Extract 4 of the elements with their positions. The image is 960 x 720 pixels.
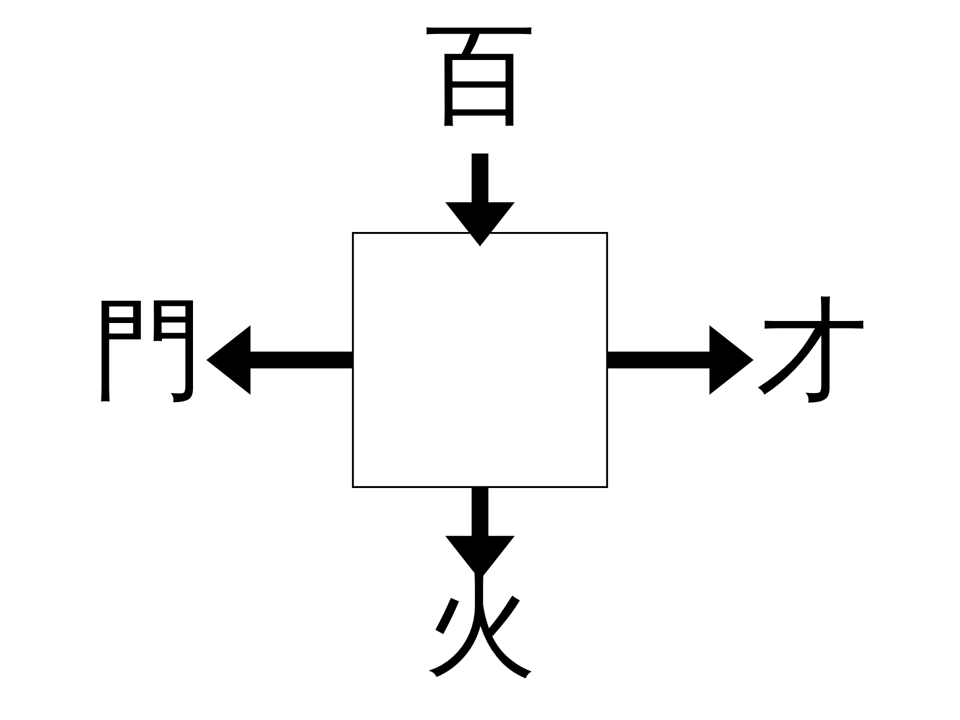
node-text: 門	[92, 286, 204, 415]
node-text: 火	[424, 561, 536, 690]
node-text: 才	[756, 286, 868, 415]
node-text: 百	[424, 10, 536, 140]
